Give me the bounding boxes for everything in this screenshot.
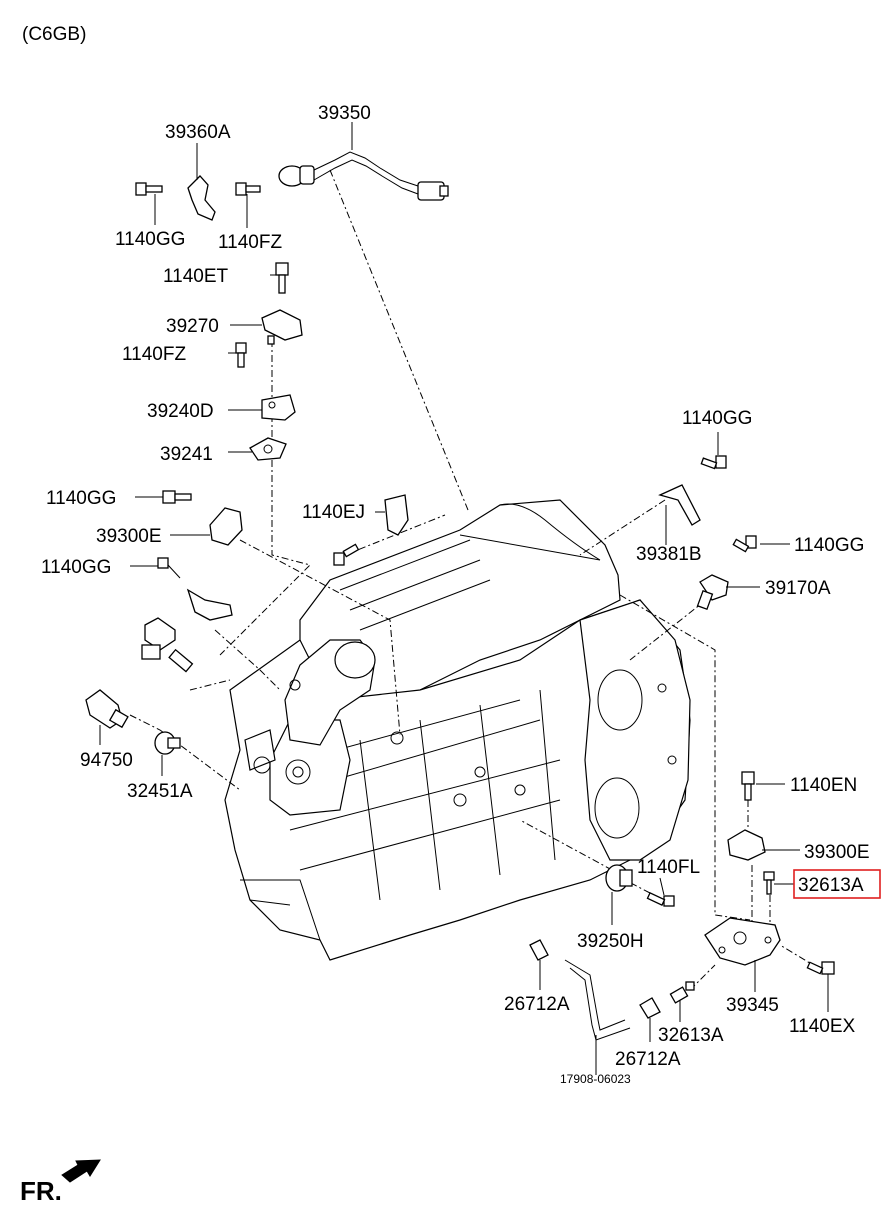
part-label-39250H[interactable]: 39250H bbox=[577, 931, 644, 952]
bolt-1140EJ bbox=[333, 543, 360, 566]
part-label-1140FZ-2[interactable]: 1140FZ bbox=[122, 344, 186, 365]
part-label-1140EX[interactable]: 1140EX bbox=[789, 1016, 856, 1037]
bolt-1140GG-top bbox=[135, 182, 163, 196]
front-arrow-icon bbox=[61, 1159, 101, 1183]
bracket-39381B bbox=[658, 484, 701, 526]
part-label-39270[interactable]: 39270 bbox=[166, 316, 219, 337]
part-label-1140EN[interactable]: 1140EN bbox=[790, 775, 857, 796]
knock-sensor-32451A[interactable] bbox=[154, 731, 181, 755]
sensor-harness-left bbox=[141, 617, 194, 673]
bolt-1140FZ-top bbox=[235, 182, 261, 196]
drawing-number: 17908-06023 bbox=[560, 1072, 631, 1086]
bracket-left bbox=[186, 588, 233, 621]
part-label-39170A[interactable]: 39170A bbox=[765, 578, 831, 599]
part-label-39350[interactable]: 39350 bbox=[318, 103, 371, 124]
bolt-1140EX bbox=[806, 961, 835, 975]
bolt-1140ET bbox=[275, 262, 289, 294]
part-label-39345[interactable]: 39345 bbox=[726, 995, 779, 1016]
sensor-39170A[interactable] bbox=[696, 574, 729, 611]
crank-position-sensor-39350[interactable] bbox=[278, 151, 449, 201]
clamp-26712A-right bbox=[639, 997, 661, 1019]
hose bbox=[564, 959, 631, 1075]
bolt-1140GG-right-top bbox=[700, 455, 727, 470]
cam-position-sensor-39270[interactable] bbox=[261, 309, 303, 345]
bolt-1140GG-right-mid bbox=[732, 535, 757, 553]
leader-lines bbox=[99, 122, 829, 1042]
part-label-26712A[interactable]: 26712A bbox=[504, 994, 570, 1015]
highlight-box bbox=[793, 869, 881, 899]
part-label-1140ET[interactable]: 1140ET bbox=[163, 266, 229, 287]
part-label-1140GG-2[interactable]: 1140GG bbox=[46, 488, 116, 509]
front-direction-marker: FR. bbox=[20, 1159, 101, 1206]
part-label-32613A-highlighted[interactable]: 32613A bbox=[798, 875, 864, 896]
engine-block-drawing bbox=[224, 499, 691, 961]
model-code-label: (C6GB) bbox=[22, 24, 86, 45]
part-label-1140FZ[interactable]: 1140FZ bbox=[218, 232, 282, 253]
knock-sensor-39250H[interactable] bbox=[605, 864, 633, 892]
bolt-1140EN bbox=[741, 771, 755, 801]
part-label-32613A[interactable]: 32613A bbox=[658, 1025, 724, 1046]
part-labels: (C6GB) 39350 39360A 1140GG 1140FZ 1140ET… bbox=[22, 24, 881, 1086]
part-label-94750[interactable]: 94750 bbox=[80, 750, 133, 771]
bracket-1140EJ bbox=[384, 494, 409, 536]
part-label-1140GG[interactable]: 1140GG bbox=[115, 229, 185, 250]
housing-39345[interactable] bbox=[704, 917, 781, 966]
bolt-1140FL bbox=[646, 892, 675, 907]
reference-lines bbox=[129, 169, 819, 991]
bolt-1140GG-left1 bbox=[162, 490, 192, 504]
part-label-39241[interactable]: 39241 bbox=[160, 444, 213, 465]
part-label-39381B[interactable]: 39381B bbox=[636, 544, 702, 565]
bolt-32613A-upper bbox=[763, 871, 775, 895]
front-label: FR. bbox=[20, 1176, 62, 1206]
part-label-1140EJ[interactable]: 1140EJ bbox=[302, 502, 365, 523]
clamp-26712A-left bbox=[529, 939, 549, 961]
bolt-1140FZ-mid bbox=[235, 342, 247, 368]
bracket-39240D bbox=[261, 394, 296, 421]
part-label-39300E[interactable]: 39300E bbox=[96, 526, 162, 547]
part-label-1140GG-3[interactable]: 1140GG bbox=[41, 557, 111, 578]
part-label-39240D[interactable]: 39240D bbox=[147, 401, 214, 422]
sensor-39300E-right[interactable] bbox=[727, 829, 766, 861]
part-label-1140GG-5[interactable]: 1140GG bbox=[794, 535, 864, 556]
bracket-39360A bbox=[187, 175, 216, 221]
part-label-32451A[interactable]: 32451A bbox=[127, 781, 193, 802]
part-label-39360A[interactable]: 39360A bbox=[165, 122, 231, 143]
sensor-94750[interactable] bbox=[85, 689, 129, 729]
part-label-39300E-2[interactable]: 39300E bbox=[804, 842, 870, 863]
sensor-39300E-left[interactable] bbox=[209, 507, 243, 546]
part-label-26712A-2[interactable]: 26712A bbox=[615, 1049, 681, 1070]
gasket-39241 bbox=[249, 437, 287, 461]
bolt-1140GG-left2 bbox=[157, 557, 181, 579]
part-label-1140FL[interactable]: 1140FL bbox=[637, 857, 700, 878]
part-label-1140GG-4[interactable]: 1140GG bbox=[682, 408, 752, 429]
sensor-32613A-lower bbox=[669, 981, 695, 1004]
